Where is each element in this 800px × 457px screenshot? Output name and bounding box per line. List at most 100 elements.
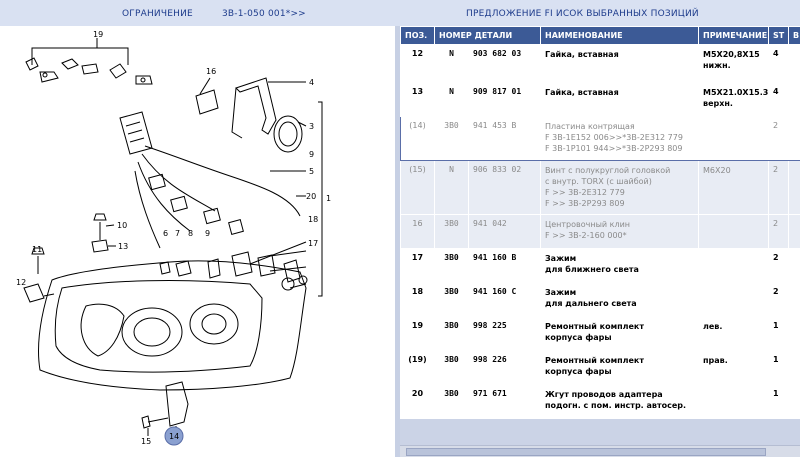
cell-number: 941 453 B bbox=[468, 116, 541, 161]
cell-st: 2 bbox=[768, 116, 789, 161]
cell-prefix: N bbox=[434, 160, 469, 215]
callout-9b[interactable]: 9 bbox=[205, 229, 210, 238]
cell-extra bbox=[788, 316, 800, 351]
cell-extra bbox=[788, 282, 800, 317]
cell-prefix: 3B0 bbox=[434, 350, 469, 385]
name-line: Пластина контрящая bbox=[545, 122, 635, 131]
scrollbar-thumb[interactable] bbox=[406, 448, 766, 456]
callout-7[interactable]: 7 bbox=[175, 229, 180, 238]
cell-name: Зажим для дальнего света bbox=[540, 282, 699, 317]
callout-17[interactable]: 17 bbox=[308, 239, 318, 248]
col-pos[interactable]: ПОЗ. bbox=[400, 26, 435, 45]
col-name[interactable]: НАИМЕНОВАНИЕ bbox=[540, 26, 699, 45]
cell-note bbox=[698, 384, 769, 419]
restriction-value: 3B-1-050 001*>> bbox=[222, 9, 306, 19]
cell-prefix: N bbox=[434, 82, 469, 117]
cell-extra bbox=[788, 44, 800, 83]
name-line: Зажим bbox=[545, 288, 577, 297]
callout-1[interactable]: 1 bbox=[326, 194, 331, 203]
cell-prefix: 3B0 bbox=[434, 282, 469, 317]
panel-splitter[interactable] bbox=[395, 26, 400, 457]
cell-number: 941 160 C bbox=[468, 282, 541, 317]
cell-note: M6X20 bbox=[698, 160, 769, 215]
cell-pos: 16 bbox=[400, 214, 435, 249]
cell-note: прав. bbox=[698, 350, 769, 385]
cell-number: 941 160 B bbox=[468, 248, 541, 283]
horizontal-scrollbar[interactable] bbox=[400, 445, 800, 457]
cell-number: 903 682 03 bbox=[468, 44, 541, 83]
cell-note bbox=[698, 248, 769, 283]
cell-st: 2 bbox=[768, 160, 789, 215]
exploded-drawing[interactable]: 19 16 4 3 9 5 1 20 10 6 7 8 9 18 11 13 1… bbox=[0, 26, 395, 457]
cell-extra bbox=[788, 214, 800, 249]
cell-pos: 12 bbox=[400, 44, 435, 83]
callout-15[interactable]: 15 bbox=[141, 437, 151, 446]
callout-14[interactable]: 14 bbox=[169, 432, 179, 441]
callout-8[interactable]: 8 bbox=[188, 229, 193, 238]
name-line: для ближнего света bbox=[545, 265, 639, 274]
note-line: M5X21.0X15.3 bbox=[703, 88, 769, 97]
callout-4[interactable]: 4 bbox=[309, 78, 314, 87]
col-note[interactable]: ПРИМЕЧАНИЕ bbox=[698, 26, 769, 45]
cell-pos: (15) bbox=[400, 160, 435, 215]
cell-st: 1 bbox=[768, 316, 789, 351]
parts-table-pane: ПОЗ. НОМЕР ДЕТАЛИ НАИМЕНОВАНИЕ ПРИМЕЧАНИ… bbox=[400, 26, 800, 457]
callout-10[interactable]: 10 bbox=[117, 221, 127, 230]
cell-pos: 18 bbox=[400, 282, 435, 317]
name-line: Ремонтный комплект bbox=[545, 322, 644, 331]
name-line: с внутр. TORX (с шайбой) bbox=[545, 177, 652, 186]
callout-13[interactable]: 13 bbox=[118, 242, 128, 251]
name-line: Центровочный клин bbox=[545, 220, 630, 229]
cell-note: M5X21.0X15.3 верхн. bbox=[698, 82, 769, 117]
callout-3[interactable]: 3 bbox=[309, 122, 314, 131]
selected-callout-marker[interactable] bbox=[164, 426, 184, 446]
col-b[interactable]: В bbox=[788, 26, 800, 45]
callout-18[interactable]: 18 bbox=[308, 215, 318, 224]
cell-number: 998 225 bbox=[468, 316, 541, 351]
name-line: Винт с полукруглой головкой bbox=[545, 166, 671, 175]
callout-20[interactable]: 20 bbox=[306, 192, 316, 201]
name-line: F >> 3B-2P293 809 bbox=[545, 199, 625, 208]
callout-9[interactable]: 9 bbox=[309, 150, 314, 159]
col-st[interactable]: ST bbox=[768, 26, 789, 45]
note-line: лев. bbox=[703, 322, 723, 331]
name-line: Жгут проводов адаптера bbox=[545, 390, 663, 399]
cell-name: Пластина контрящая F 3B-1E152 006>>*3B-2E… bbox=[540, 116, 699, 161]
cell-st: 4 bbox=[768, 82, 789, 117]
callout-11[interactable]: 11 bbox=[32, 245, 42, 254]
name-line: корпуса фары bbox=[545, 367, 612, 376]
cell-pos: (19) bbox=[400, 350, 435, 385]
cell-number: 941 042 bbox=[468, 214, 541, 249]
headlight-diagram[interactable]: 19 16 4 3 9 5 1 20 10 6 7 8 9 18 11 13 1… bbox=[0, 26, 395, 457]
col-part-number[interactable]: НОМЕР ДЕТАЛИ bbox=[434, 26, 541, 45]
callout-6[interactable]: 6 bbox=[163, 229, 168, 238]
callout-16[interactable]: 16 bbox=[206, 67, 216, 76]
header-bar: ОГРАНИЧЕНИЕ 3B-1-050 001*>> ПРЕДЛОЖЕНИЕ … bbox=[0, 0, 800, 26]
callout-19[interactable]: 19 bbox=[93, 30, 103, 39]
cell-st: 1 bbox=[768, 384, 789, 419]
name-line: для дальнего света bbox=[545, 299, 637, 308]
cell-prefix: 3B0 bbox=[434, 248, 469, 283]
note-line: прав. bbox=[703, 356, 728, 365]
cell-prefix: 3B0 bbox=[434, 214, 469, 249]
note-line: M5X20,8X15 bbox=[703, 50, 760, 59]
note-line: верхн. bbox=[703, 99, 733, 108]
callout-12[interactable]: 12 bbox=[16, 278, 26, 287]
name-line: F 3B-1E152 006>>*3B-2E312 779 bbox=[545, 133, 683, 142]
cell-st: 4 bbox=[768, 44, 789, 83]
cell-st: 2 bbox=[768, 282, 789, 317]
callout-5[interactable]: 5 bbox=[309, 167, 314, 176]
